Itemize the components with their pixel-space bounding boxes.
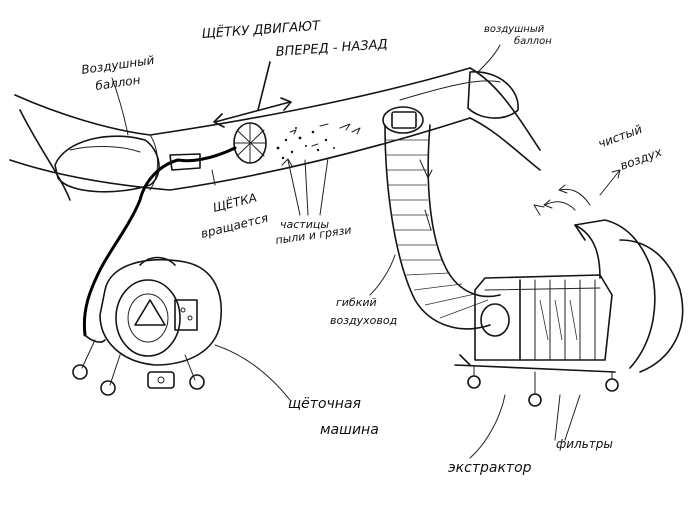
flexible-duct [384,124,501,330]
flexible-duct-label-2: воздуховод [330,314,397,327]
extractor-label: экстрактор [448,460,532,476]
brush-cable [82,146,237,337]
duct-inlet [382,106,424,134]
particles-pointers [281,157,329,216]
back-forth-arrow [213,61,292,128]
brush-machine-label-1: щёточная [288,396,361,412]
brush-machine [72,256,222,396]
brush-moves-label-1: ЩЁТКУ ДВИГАЮТ [201,18,321,42]
air-duct [9,67,541,201]
air-balloon-right [467,71,519,119]
brush-rotates-label-1: ЩЁТКА [211,190,258,215]
clean-air-label-2: воздух [618,145,664,173]
air-balloon-left [54,135,160,193]
clean-air-arrows [533,169,621,216]
extractor-unit [454,274,619,407]
air-balloon-left-label-2: баллон [94,73,141,93]
brush-moves-label-2: ВПЕРЕД - НАЗАД [275,37,388,60]
particles-label-1: частицы [280,218,329,231]
brush-rotates-label-2: вращается [199,211,269,241]
brush-machine-label-2: машина [320,422,379,438]
label-pointers [111,44,581,459]
rotating-brush [233,122,267,164]
air-balloon-right-label-1: воздушный [484,24,545,35]
air-balloon-left-label-1: Воздушный [80,53,155,77]
flexible-duct-label-1: гибкий [336,296,377,309]
dust-particles [276,123,361,160]
clean-air-outlet [574,219,684,373]
clean-air-label-1: чистый [596,122,644,151]
air-balloon-right-label-2: баллон [514,35,552,47]
filters-label: фильтры [556,437,613,451]
